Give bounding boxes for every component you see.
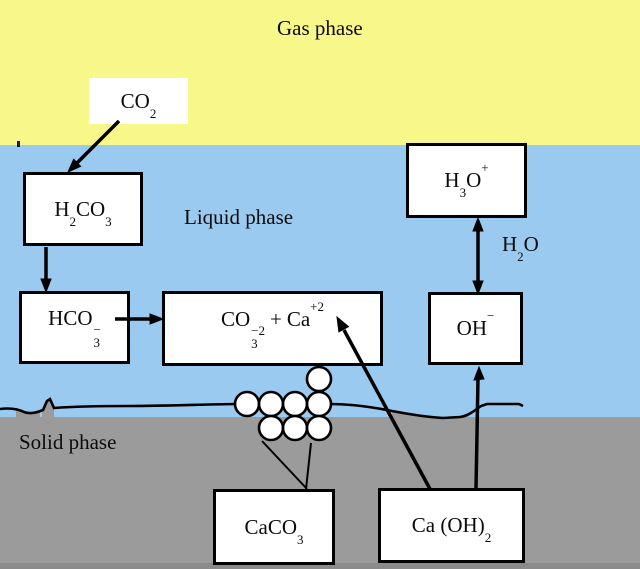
caoh2-box: Ca (OH)2 [378,488,525,563]
liquid-phase-label: Liquid phase [184,205,294,229]
h3o-formula: H3O+ [444,160,489,201]
bottom-edge-strip [0,563,640,569]
gas-phase-label: Gas phase [277,16,363,40]
h2o-label: H2O [502,232,539,265]
solid-phase-label: Solid phase [19,430,117,454]
h3o-box: H3O+ [406,143,527,218]
co2-formula: CO2 [120,88,157,121]
caco3-formula: CaCO3 [244,514,304,547]
h2co3-formula: H2CO3 [54,196,112,229]
oh-formula: OH− [456,308,495,340]
oh-box: OH− [428,292,523,365]
h2co3-box: H2CO3 [23,172,143,246]
hco3-box: HCO−3 [19,291,130,364]
caoh2-formula: Ca (OH)2 [411,513,492,546]
h2o-text: H [502,232,518,256]
caco3-box: CaCO3 [213,489,335,565]
co2-box: CO2 [89,78,188,124]
hco3-formula: HCO−3 [48,306,101,350]
